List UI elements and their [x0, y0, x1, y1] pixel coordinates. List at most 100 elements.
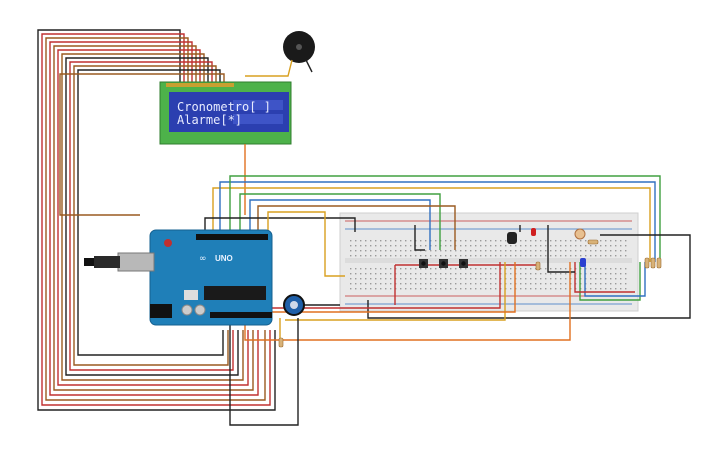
breadboard-hole	[565, 240, 567, 242]
breadboard-hole	[615, 245, 617, 247]
breadboard-hole	[435, 268, 437, 270]
breadboard-hole	[520, 278, 522, 280]
breadboard-hole	[400, 283, 402, 285]
breadboard-hole	[355, 240, 357, 242]
breadboard-hole	[460, 283, 462, 285]
breadboard-hole	[360, 268, 362, 270]
breadboard-hole	[490, 245, 492, 247]
breadboard-hole	[460, 250, 462, 252]
breadboard-hole	[540, 255, 542, 257]
breadboard-hole	[510, 255, 512, 257]
breadboard-hole	[455, 288, 457, 290]
breadboard-hole	[350, 268, 352, 270]
breadboard-hole	[405, 283, 407, 285]
breadboard-hole	[610, 283, 612, 285]
breadboard-hole	[535, 245, 537, 247]
breadboard-hole	[605, 273, 607, 275]
breadboard-hole	[475, 283, 477, 285]
breadboard-hole	[380, 278, 382, 280]
breadboard-hole	[390, 278, 392, 280]
breadboard-hole	[385, 240, 387, 242]
breadboard-hole	[495, 273, 497, 275]
breadboard-hole	[625, 278, 627, 280]
breadboard-hole	[435, 278, 437, 280]
breadboard-hole	[580, 240, 582, 242]
breadboard-hole	[535, 255, 537, 257]
breadboard-hole	[610, 278, 612, 280]
breadboard-hole	[400, 288, 402, 290]
breadboard-hole	[450, 245, 452, 247]
breadboard-hole	[370, 245, 372, 247]
breadboard-hole	[455, 255, 457, 257]
push-button[interactable]	[419, 259, 428, 268]
breadboard-hole	[615, 250, 617, 252]
breadboard-hole	[425, 250, 427, 252]
push-button[interactable]	[439, 259, 448, 268]
breadboard-hole	[375, 245, 377, 247]
breadboard-hole	[535, 278, 537, 280]
breadboard-hole	[520, 273, 522, 275]
breadboard-hole	[425, 283, 427, 285]
breadboard-hole	[510, 273, 512, 275]
breadboard-hole	[375, 278, 377, 280]
breadboard-hole	[590, 245, 592, 247]
breadboard-hole	[540, 283, 542, 285]
breadboard-hole	[550, 255, 552, 257]
breadboard-hole	[445, 288, 447, 290]
breadboard-hole	[575, 240, 577, 242]
breadboard-hole	[520, 240, 522, 242]
buzzer[interactable]	[245, 31, 315, 77]
breadboard-hole	[590, 288, 592, 290]
breadboard-hole	[485, 268, 487, 270]
breadboard-hole	[455, 278, 457, 280]
breadboard-hole	[510, 283, 512, 285]
breadboard-hole	[525, 268, 527, 270]
breadboard-hole	[440, 283, 442, 285]
breadboard-hole	[455, 283, 457, 285]
breadboard-hole	[465, 288, 467, 290]
breadboard-hole	[585, 250, 587, 252]
push-buttons[interactable]	[419, 259, 468, 268]
breadboard-hole	[395, 245, 397, 247]
breadboard-hole	[595, 255, 597, 257]
breadboard-hole	[355, 273, 357, 275]
breadboard-hole	[625, 255, 627, 257]
arduino-logo-text: UNO	[215, 254, 233, 263]
breadboard-hole	[475, 278, 477, 280]
breadboard-hole	[350, 283, 352, 285]
breadboard-hole	[520, 250, 522, 252]
resistor	[650, 257, 656, 269]
breadboard-hole	[465, 250, 467, 252]
breadboard-hole	[465, 278, 467, 280]
breadboard-hole	[605, 255, 607, 257]
breadboard-hole	[440, 278, 442, 280]
breadboard-hole	[470, 278, 472, 280]
breadboard-hole	[435, 255, 437, 257]
breadboard-hole	[545, 268, 547, 270]
breadboard-hole	[545, 255, 547, 257]
breadboard-hole	[590, 273, 592, 275]
breadboard-hole	[475, 240, 477, 242]
breadboard-hole	[590, 278, 592, 280]
breadboard-hole	[380, 245, 382, 247]
breadboard-hole	[405, 250, 407, 252]
breadboard-hole	[625, 268, 627, 270]
resistor	[535, 261, 541, 271]
potentiometer[interactable]	[283, 294, 305, 316]
breadboard-hole	[490, 268, 492, 270]
breadboard-hole	[405, 278, 407, 280]
breadboard-hole	[420, 283, 422, 285]
breadboard-hole	[520, 268, 522, 270]
breadboard-hole	[420, 245, 422, 247]
breadboard-hole	[625, 245, 627, 247]
breadboard-hole	[600, 255, 602, 257]
push-button[interactable]	[459, 259, 468, 268]
breadboard-hole	[385, 268, 387, 270]
breadboard-hole	[505, 240, 507, 242]
breadboard-hole	[395, 250, 397, 252]
breadboard-hole	[365, 273, 367, 275]
breadboard-hole	[490, 250, 492, 252]
breadboard-hole	[565, 255, 567, 257]
breadboard-hole	[510, 278, 512, 280]
